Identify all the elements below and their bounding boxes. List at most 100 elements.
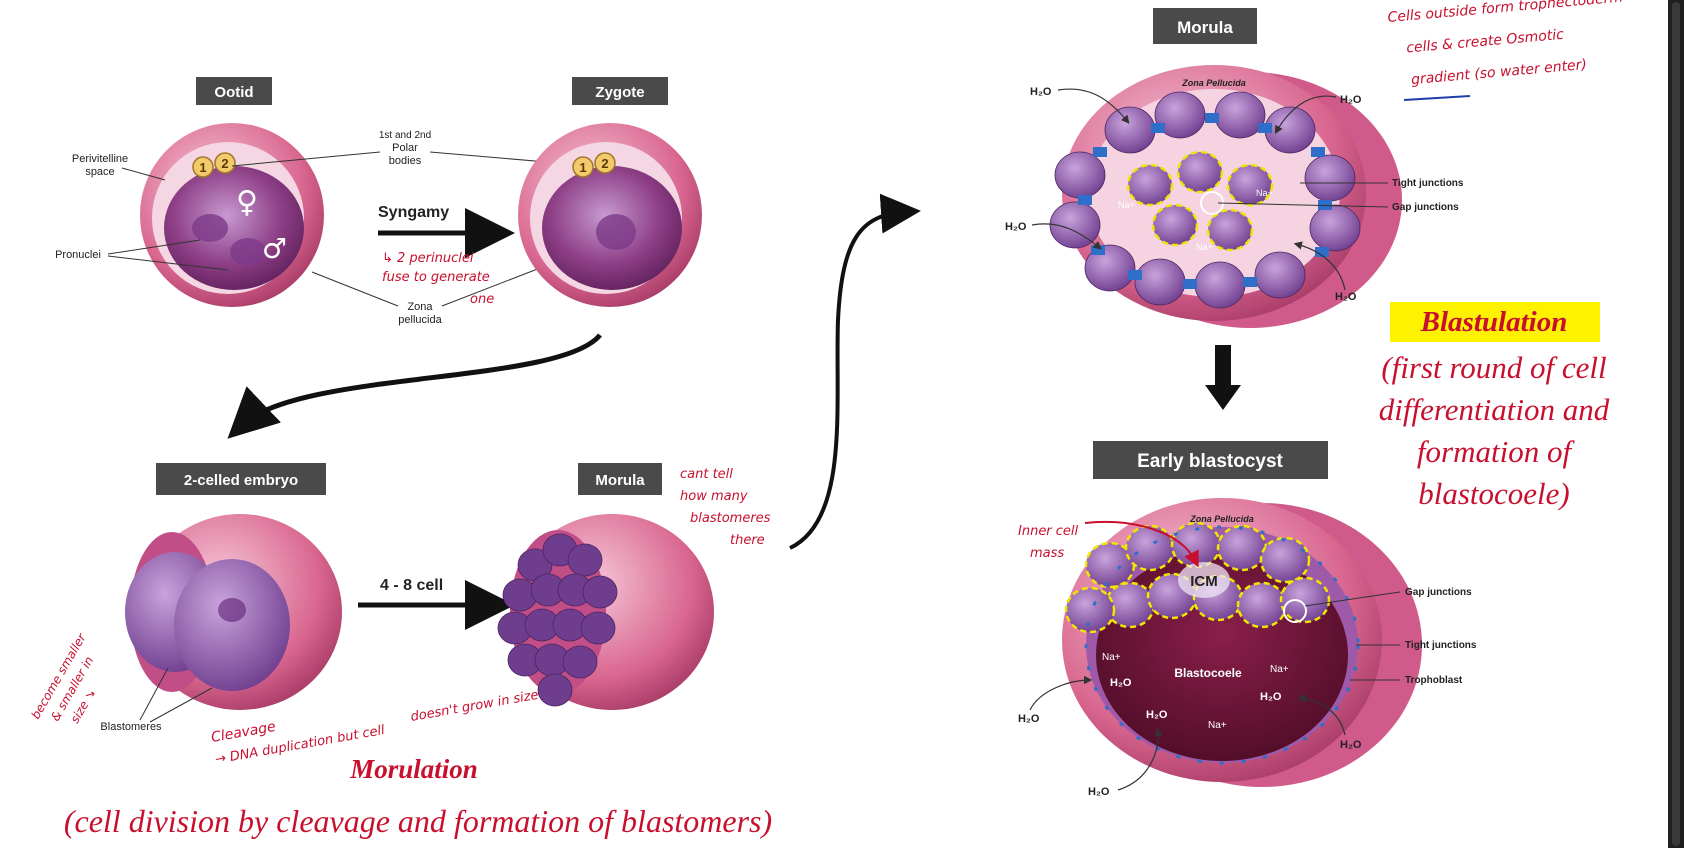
- polar-bodies-label-3: bodies: [389, 155, 422, 167]
- syngamy-note-1: ↳ 2 perinuclei: [382, 251, 474, 266]
- ootid-label: Ootid: [214, 84, 253, 101]
- morula-water-4: H₂O: [1335, 291, 1357, 303]
- zygote-polar-2-num: 2: [601, 156, 608, 171]
- morula-tight-label: Tight junctions: [1392, 178, 1464, 189]
- cleavage-note-1: Cleavage: [210, 719, 277, 746]
- ootid-group: Ootid ♀ ♂ 1 2: [140, 77, 324, 307]
- osmotic-note-2: cells & create Osmotic: [1406, 27, 1565, 57]
- zona-leader-right: [441, 267, 541, 307]
- icm-cell: [1259, 536, 1311, 584]
- morula-inner-cell: [1226, 163, 1274, 207]
- blastulation-highlight: [1390, 302, 1600, 342]
- morula-note-3: blastomeres: [690, 511, 771, 526]
- vertical-scrollbar[interactable]: [1668, 0, 1684, 848]
- blastomere-front: [174, 559, 290, 691]
- morula-small-label: Morula: [595, 472, 645, 489]
- blastocyst-water-arrow-bottom: [1117, 727, 1163, 791]
- blastulation-line-2: differentiation and: [1379, 392, 1610, 427]
- four-eight-label: 4 - 8 cell: [380, 577, 443, 594]
- pronuclei-label: Pronuclei: [55, 249, 101, 261]
- blastomeres-leader-1: [139, 667, 169, 721]
- down-arrow-head: [1205, 385, 1241, 410]
- tight-junction-mark: [1183, 279, 1197, 289]
- morula-to-blastulation-arrow: [789, 193, 921, 550]
- morula-outer-cell: [1104, 106, 1156, 154]
- morula-inner-cell: [1151, 203, 1199, 247]
- morula-na-label: Na+: [1118, 200, 1135, 210]
- blastomere-front-nucleus: [218, 598, 246, 622]
- blastocyst-water-left: H₂O: [1018, 713, 1040, 725]
- morula-blastomere: [537, 673, 573, 707]
- polar-leader-left: [231, 151, 381, 167]
- ootid-cytoplasm: [164, 166, 304, 290]
- morula-outer-cell: [1054, 151, 1106, 199]
- morula-note-1: cant tell: [680, 467, 733, 482]
- morulation-subtitle: (cell division by cleavage and formation…: [64, 803, 772, 839]
- blastocoele-label: Blastocoele: [1174, 666, 1242, 680]
- polar-body-2-num: 2: [221, 156, 228, 171]
- blastocyst-gap-label: Gap junctions: [1405, 587, 1472, 598]
- down-arrow-shaft: [1215, 345, 1231, 387]
- morula-water-2: H₂O: [1340, 94, 1362, 106]
- morula-top-cells: Na+ Na+ Na+: [1049, 91, 1361, 309]
- blastulation-line-1: (first round of cell: [1381, 350, 1606, 385]
- morula-note-2: how many: [680, 489, 748, 504]
- icm-cell: [1279, 576, 1331, 624]
- morula-top-label-box: [1153, 8, 1257, 44]
- polar-bodies-label-1: 1st and 2nd: [379, 130, 431, 141]
- perivitelline-label-2: space: [85, 166, 114, 178]
- blastulation-title: Blastulation: [1420, 306, 1568, 338]
- morula-water-arrow-4: [1293, 241, 1346, 291]
- syngamy-label: Syngamy: [378, 204, 449, 221]
- blastocyst-gap-leader: [1304, 591, 1401, 607]
- morula-blastomere: [580, 611, 616, 645]
- morula-outer-cell: [1304, 154, 1356, 202]
- morula-water-1: H₂O: [1030, 86, 1052, 98]
- blastocyst-gap-circle: [1283, 599, 1307, 623]
- morula-outer-cell: [1084, 244, 1136, 292]
- blastocyst-troph-label: Trophoblast: [1405, 675, 1463, 686]
- morula-inner-cell: [1126, 163, 1174, 207]
- two-cell-label-box: [156, 463, 326, 495]
- blastocyst-group: Early blastocyst Zona Pellucida ICM Blas…: [1062, 441, 1422, 787]
- morula-note-4: there: [730, 533, 765, 548]
- zygote-label-box: [572, 77, 668, 105]
- morula-water-3: H₂O: [1005, 221, 1027, 233]
- two-cell-group: 2-celled embryo: [125, 463, 342, 710]
- blastulation-line-3: formation of: [1417, 434, 1576, 469]
- icm-cell: [1236, 581, 1288, 629]
- polar-body-1: [192, 156, 214, 178]
- tight-junction-mark: [1315, 247, 1329, 257]
- perivitelline-label-1: Perivitelline: [72, 153, 128, 165]
- icm-note-2: mass: [1030, 546, 1064, 561]
- morula-outer-cell: [1214, 91, 1266, 139]
- zygote-polar-1-num: 1: [579, 160, 586, 175]
- zygote-group: Zygote 1 2: [518, 77, 702, 307]
- blastocyst-water-arrow-right: [1297, 694, 1346, 736]
- icm-label: ICM: [1190, 573, 1218, 590]
- morula-small-group: Morula: [497, 463, 714, 710]
- smaller-note: become smaller & smaller in size ↘: [28, 630, 98, 725]
- blastocyst-zona-label: Zona Pellucida: [1189, 514, 1254, 524]
- polar-body-1-num: 1: [199, 160, 206, 175]
- syngamy-note-3: one: [470, 292, 494, 307]
- tight-junction-mark: [1258, 123, 1272, 133]
- zygote-polar-2: [594, 152, 616, 174]
- blastocyst-water-bottom: H₂O: [1088, 786, 1110, 798]
- coele-na-1: Na+: [1102, 652, 1121, 663]
- two-cell-label: 2-celled embryo: [184, 472, 298, 489]
- morula-blastomere: [562, 645, 598, 679]
- scrollbar-thumb[interactable]: [1672, 2, 1680, 846]
- morula-na-label: Na+: [1196, 242, 1213, 252]
- female-pronucleus: [192, 214, 228, 242]
- coele-water-1: H₂O: [1110, 677, 1132, 689]
- icm-cell: [1064, 586, 1116, 634]
- osmotic-note-1: Cells outside form trophectoderm: [1387, 0, 1624, 26]
- morula-outer-cell: [1264, 106, 1316, 154]
- coele-na-3: Na+: [1208, 720, 1227, 731]
- syngamy-note-2: fuse to generate: [382, 270, 490, 285]
- osmotic-note: Cells outside form trophectoderm cells &…: [1387, 0, 1624, 88]
- morula-na-label: Na+: [1256, 188, 1273, 198]
- osmotic-underline: [1403, 95, 1471, 101]
